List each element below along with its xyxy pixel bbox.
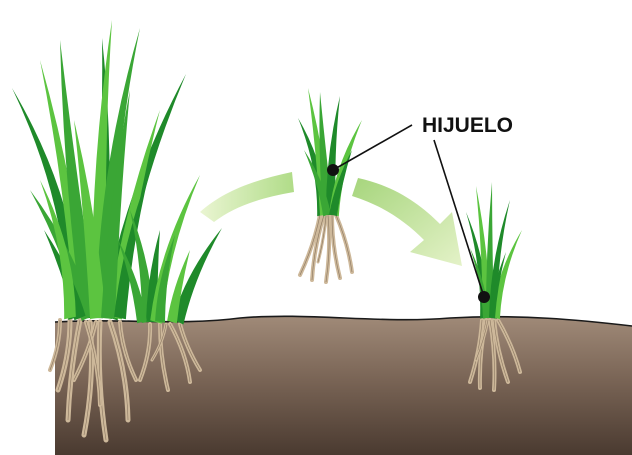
callout-line-detached <box>333 125 412 170</box>
mother-clump-leaves <box>12 20 222 325</box>
arrow-shoot-to-soil <box>352 178 462 266</box>
callout-dot-transplanted <box>478 291 490 303</box>
arrow-clump-to-shoot <box>200 172 294 222</box>
callout-label: HIJUELO <box>422 114 513 137</box>
callout-dot-detached <box>327 164 339 176</box>
soil <box>55 316 632 455</box>
transplanted-shoot-leaves <box>466 182 522 319</box>
callout-line-transplanted <box>434 140 484 297</box>
detached-shoot-leaves <box>298 88 362 216</box>
detached-shoot-roots <box>300 215 352 282</box>
